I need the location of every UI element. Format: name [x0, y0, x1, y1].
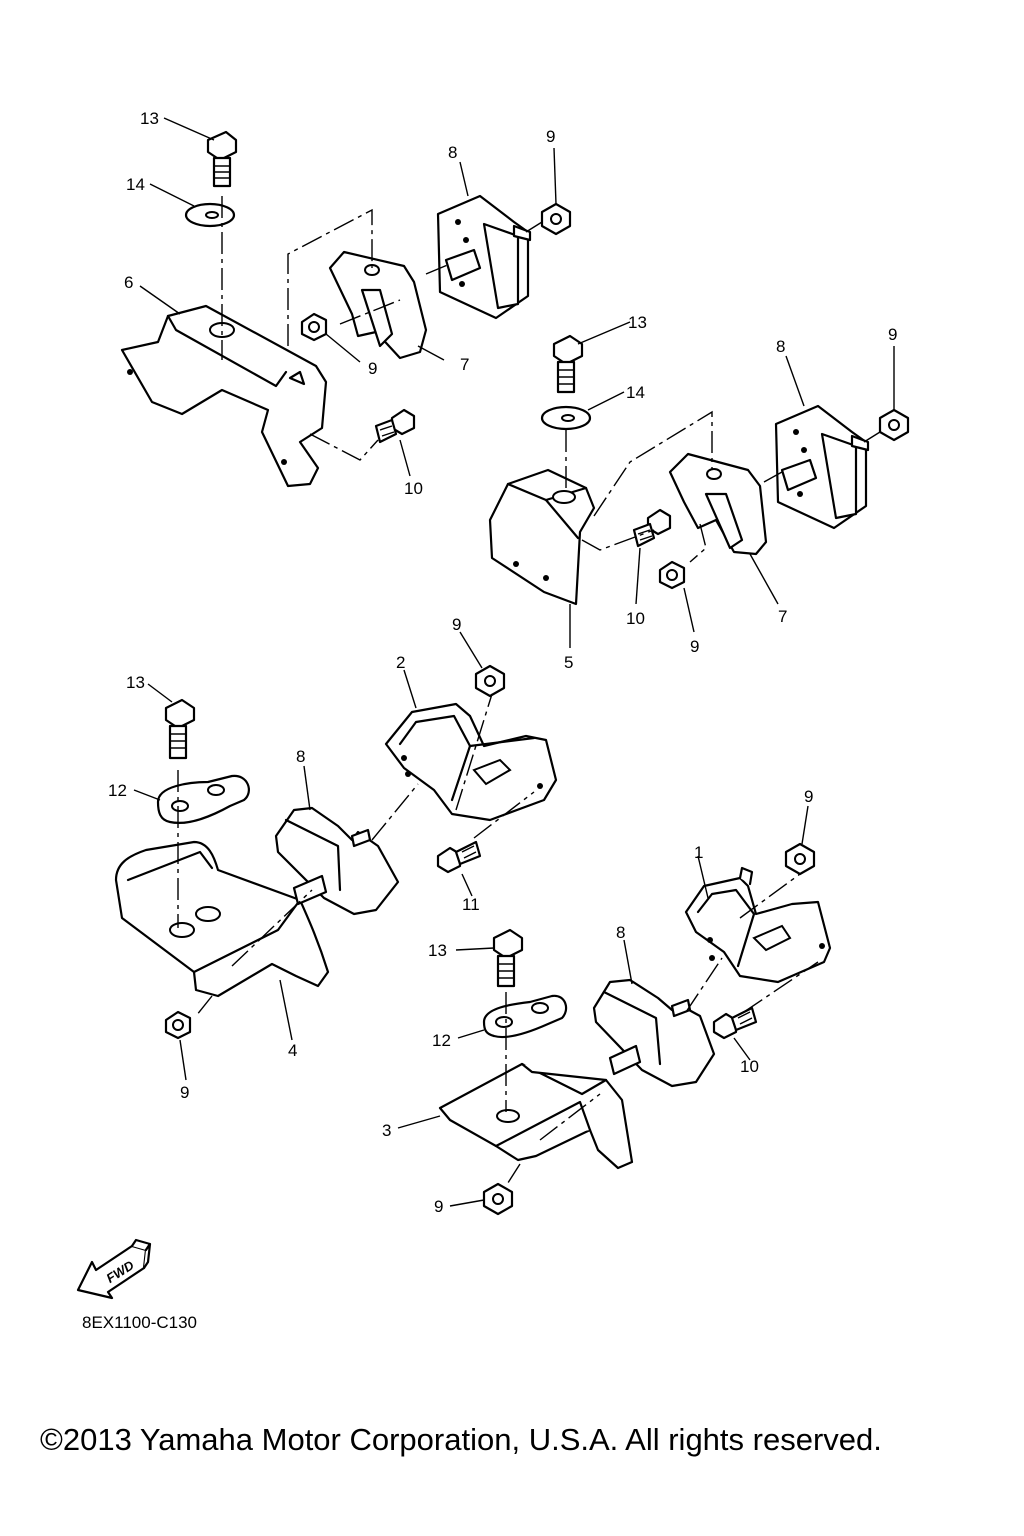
leader-lines — [133, 117, 895, 1207]
callout-7: 7 — [778, 607, 787, 626]
callout-13: 13 — [140, 109, 159, 128]
callout-10: 10 — [404, 479, 423, 498]
callout-1: 1 — [694, 843, 703, 862]
nut-9-d — [658, 560, 686, 590]
nut-9-g — [784, 842, 816, 876]
copyright-notice: ©2013 Yamaha Motor Corporation, U.S.A. A… — [40, 1422, 882, 1457]
callout-9: 9 — [368, 359, 377, 378]
mount-7-b — [668, 452, 768, 556]
nut-9-c — [878, 408, 910, 442]
nut-9-b — [300, 312, 328, 342]
bolt-10-b — [632, 508, 672, 548]
bracket-4 — [114, 840, 330, 998]
bracket-3 — [438, 1062, 634, 1170]
callout-9: 9 — [888, 325, 897, 344]
callout-2: 2 — [396, 653, 405, 672]
callout-9: 9 — [804, 787, 813, 806]
callout-13: 13 — [126, 673, 145, 692]
washer-12-a — [156, 774, 250, 824]
nut-9-h — [482, 1182, 514, 1216]
rubber-damper-8-d — [592, 978, 716, 1088]
callout-5: 5 — [564, 653, 573, 672]
callout-8: 8 — [296, 747, 305, 766]
callout-8: 8 — [776, 337, 785, 356]
callout-13: 13 — [428, 941, 447, 960]
nut-9-f — [164, 1010, 192, 1040]
callout-11: 11 — [462, 895, 480, 914]
bolt-10-a — [374, 408, 416, 444]
callout-3: 3 — [382, 1121, 391, 1140]
bracket-1 — [684, 866, 832, 984]
bolt-13-b — [552, 334, 584, 394]
callout-10: 10 — [626, 609, 645, 628]
callout-9: 9 — [452, 615, 461, 634]
nut-9-e — [474, 664, 506, 698]
callout-10: 10 — [740, 1057, 759, 1076]
callout-9: 9 — [690, 637, 699, 656]
callout-9: 9 — [434, 1197, 443, 1216]
bolt-13-a — [206, 130, 238, 188]
callout-14: 14 — [126, 175, 145, 194]
bolt-11 — [436, 840, 482, 874]
callout-9: 9 — [180, 1083, 189, 1102]
bolt-13-d — [492, 928, 524, 988]
callout-4: 4 — [288, 1041, 297, 1060]
bolt-10-c — [712, 1006, 758, 1040]
callout-9: 9 — [546, 127, 555, 146]
mount-7-a — [328, 250, 428, 360]
callout-7: 7 — [460, 355, 469, 374]
callout-8: 8 — [448, 143, 457, 162]
callout-12: 12 — [108, 781, 127, 800]
bracket-5 — [488, 468, 596, 606]
callout-8: 8 — [616, 923, 625, 942]
rubber-damper-8-b — [774, 404, 870, 530]
callout-13: 13 — [628, 313, 647, 332]
washer-14-a — [184, 202, 236, 228]
nut-9-a — [540, 202, 572, 236]
bracket-6 — [120, 304, 328, 488]
rubber-damper-8-c — [274, 806, 400, 916]
washer-12-b — [482, 994, 568, 1039]
callout-14: 14 — [626, 383, 645, 402]
rubber-damper-8-a — [436, 194, 532, 320]
forward-arrow-icon: FWD — [76, 1238, 152, 1300]
callout-12: 12 — [432, 1031, 451, 1050]
callout-6: 6 — [124, 273, 133, 292]
diagram-code: 8EX1100-C130 — [82, 1313, 197, 1332]
bolt-13-c — [164, 698, 196, 760]
washer-14-b — [540, 405, 592, 431]
callout-labels: 13 14 6 8 9 9 7 10 13 14 8 9 5 10 9 7 9 … — [108, 109, 897, 1216]
